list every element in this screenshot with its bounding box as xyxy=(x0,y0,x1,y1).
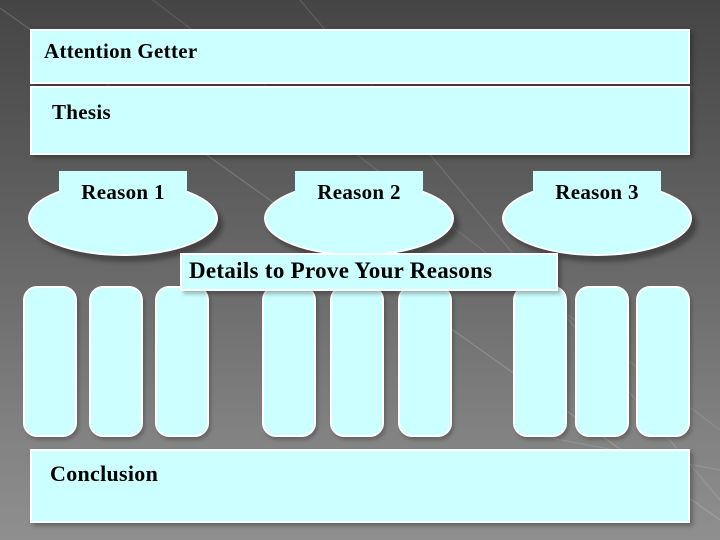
attention-getter-box: Attention Getter xyxy=(30,29,690,84)
detail-column xyxy=(398,286,452,437)
detail-column xyxy=(23,286,77,437)
detail-column xyxy=(574,286,629,437)
detail-column xyxy=(89,286,143,437)
thesis-box: Thesis xyxy=(30,86,690,155)
reason-2-label: Reason 2 xyxy=(317,180,401,204)
conclusion-box: Conclusion xyxy=(30,449,690,523)
reason-3-label: Reason 3 xyxy=(555,180,639,204)
detail-column xyxy=(155,286,209,437)
reason-3-shape: Reason 3 xyxy=(502,171,692,259)
reason-3-tab: Reason 3 xyxy=(533,171,661,208)
reason-2-shape: Reason 2 xyxy=(264,171,454,259)
detail-columns-group-3 xyxy=(513,286,690,437)
detail-column xyxy=(636,286,690,437)
detail-column xyxy=(262,286,316,437)
detail-column xyxy=(513,286,567,437)
details-heading-box: Details to Prove Your Reasons xyxy=(180,253,558,291)
detail-column xyxy=(330,286,384,437)
reason-1-tab: Reason 1 xyxy=(59,171,187,208)
conclusion-label: Conclusion xyxy=(50,461,159,486)
detail-columns-group-1 xyxy=(23,286,209,437)
details-heading-label: Details to Prove Your Reasons xyxy=(189,258,493,283)
thesis-label: Thesis xyxy=(52,100,111,124)
detail-columns-group-2 xyxy=(262,286,452,437)
reason-2-tab: Reason 2 xyxy=(295,171,423,208)
reason-1-shape: Reason 1 xyxy=(28,171,218,259)
reason-1-label: Reason 1 xyxy=(81,180,165,204)
attention-getter-label: Attention Getter xyxy=(44,39,198,63)
